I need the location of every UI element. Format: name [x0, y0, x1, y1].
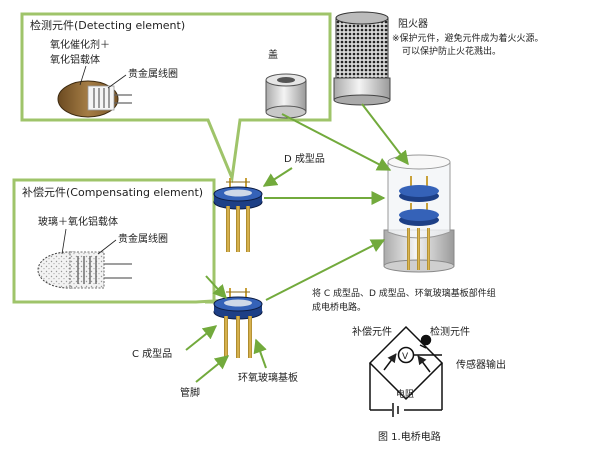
flame-arrester-component: 阻火器 ※保护元件，避免元件成为着火火源。 可以保护防止火花溅出。 — [333, 11, 544, 106]
bridge-circuit — [368, 325, 444, 417]
assembly-note-line-1: 将 C 成型品、D 成型品、环氧玻璃基板部件组 — [312, 287, 496, 299]
alumina-carrier-label: 氧化铝载体 — [50, 53, 100, 66]
lid-label: 盖 — [268, 48, 278, 61]
compensating-element-callout: 补偿元件(Compensating element) 玻璃＋氧化铝载体 贵金属线… — [12, 178, 231, 304]
resistor-label: 电阻 — [396, 388, 414, 400]
voltmeter-symbol: V — [402, 352, 409, 362]
compensating-element-title: 补偿元件(Compensating element) — [22, 185, 203, 199]
detecting-element-title: 检测元件(Detecting element) — [30, 18, 185, 32]
detecting-coil-label: 贵金属线圈 — [128, 67, 178, 80]
detecting-element-illustration — [57, 65, 132, 118]
circuit-compensating-label: 补偿元件 — [352, 325, 392, 338]
sensor-output-label: 传感器输出 — [456, 358, 506, 371]
compensating-coil-label: 贵金属线圈 — [118, 232, 168, 245]
d-molded-part: D 成型品 — [213, 152, 325, 252]
glass-alumina-label: 玻璃＋氧化铝载体 — [38, 215, 118, 228]
flame-arrester-note-2: 可以保护防止火花溅出。 — [402, 45, 501, 57]
connector-arrows — [185, 103, 409, 383]
catalyst-label: 氧化催化剂＋ — [50, 38, 110, 51]
pins-label: 管脚 — [180, 386, 200, 399]
assembly-note-line-2: 成电桥电路。 — [312, 301, 366, 313]
flame-arrester-label: 阻火器 — [398, 18, 428, 30]
flame-arrester-note-1: ※保护元件，避免元件成为着火火源。 — [392, 32, 544, 44]
figure-caption: 图 1.电桥电路 — [378, 430, 441, 443]
epoxy-board-label: 环氧玻璃基板 — [238, 371, 298, 384]
d-molded-label: D 成型品 — [284, 152, 325, 165]
assembled-sensor — [383, 154, 455, 273]
c-molded-part: C 成型品 管脚 环氧玻璃基板 — [132, 288, 298, 399]
c-molded-label: C 成型品 — [132, 347, 172, 360]
compensating-element-illustration — [37, 228, 132, 289]
lid-component: 盖 — [265, 48, 307, 119]
detecting-element-callout: 检测元件(Detecting element) 氧化催化剂＋ 氧化铝载体 贵金属… — [20, 12, 332, 184]
circuit-detecting-label: 检测元件 — [430, 325, 470, 338]
